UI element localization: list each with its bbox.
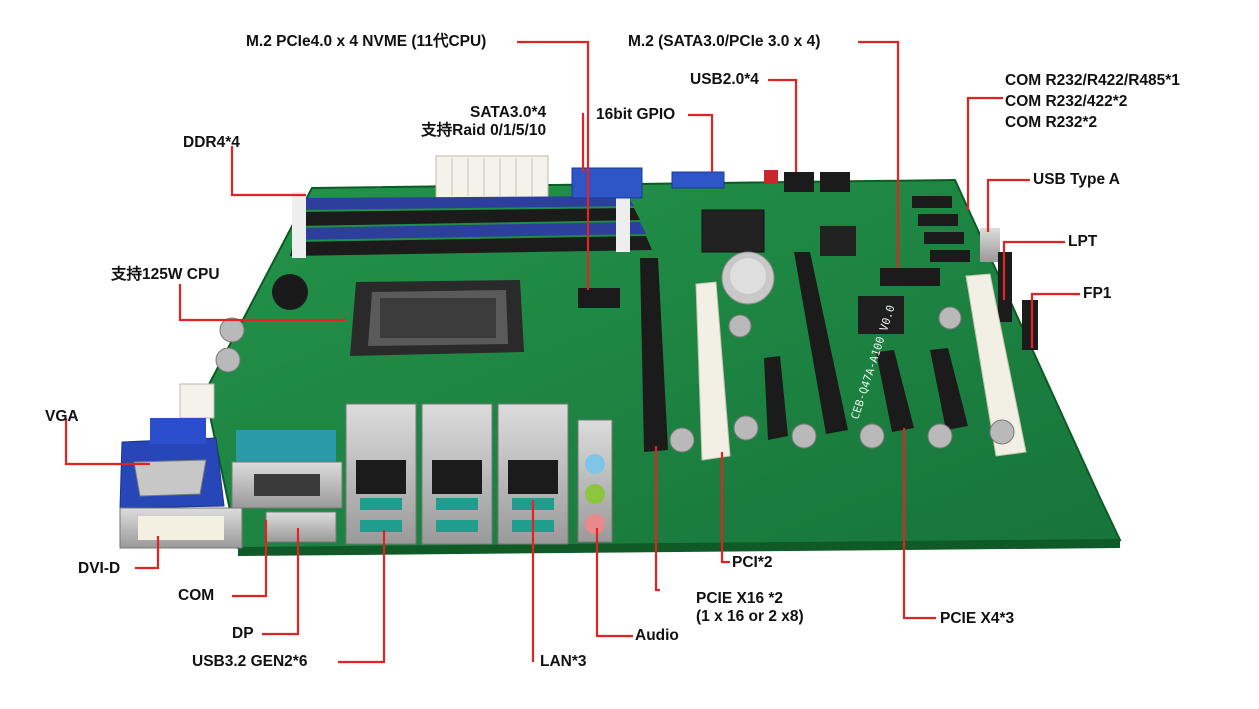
- label-lan: LAN*3: [540, 653, 587, 670]
- pcie-x4-slot-3: [930, 348, 968, 430]
- pcie-x4-slot-1: [764, 356, 788, 440]
- com-headers: [912, 196, 970, 262]
- label-ddr4: DDR4*4: [183, 134, 240, 151]
- chipset: [701, 209, 765, 253]
- label-sata: SATA3.0*4 支持Raid 0/1/5/10: [408, 104, 546, 140]
- label-com-headers: COM R232/R422/R485*1 COM R232/422*2 COM …: [1005, 70, 1180, 133]
- label-cpu: 支持125W CPU: [111, 266, 220, 283]
- m2-nvme-slot: [578, 288, 620, 308]
- lan-usb-stack-1: [345, 403, 417, 545]
- pcie-x16-slot-2: [794, 252, 848, 434]
- label-usb32: USB3.2 GEN2*6: [192, 653, 308, 670]
- label-com-2: COM R232/422*2: [1005, 93, 1128, 110]
- chip-3: [858, 296, 904, 334]
- label-sata-line1: SATA3.0*4: [470, 104, 547, 121]
- m2-sata-slot: [880, 268, 940, 286]
- chip-2: [820, 226, 856, 256]
- label-usb20: USB2.0*4: [690, 71, 759, 88]
- dp-port: [265, 511, 337, 543]
- label-usb-type-a: USB Type A: [1033, 171, 1120, 188]
- label-m2-sata: M.2 (SATA3.0/PCIe 3.0 x 4): [628, 33, 821, 50]
- leader-lines: [64, 40, 1080, 664]
- label-pcie4: PCIE X4*3: [940, 610, 1015, 627]
- pci-slot-2: [965, 273, 1027, 457]
- label-pci: PCI*2: [732, 554, 773, 571]
- dimm-slots: [290, 188, 652, 258]
- label-fp1: FP1: [1083, 285, 1112, 302]
- label-com-1: COM R232/R422/R485*1: [1005, 72, 1180, 89]
- label-dvi: DVI-D: [78, 560, 121, 577]
- vga-port: [119, 418, 225, 509]
- label-com-3: COM R232*2: [1005, 114, 1098, 131]
- pci-slot-1: [695, 281, 731, 461]
- audio-jacks: [577, 419, 613, 543]
- pcb-edge: [238, 540, 1120, 556]
- label-dp: DP: [232, 625, 254, 642]
- cpu-power-connector: [179, 383, 215, 419]
- gpio-header: [671, 171, 725, 189]
- capacitors: [215, 306, 1015, 453]
- sata-ports: [571, 167, 643, 199]
- buzzer: [272, 274, 308, 310]
- label-vga: VGA: [45, 408, 79, 425]
- lan-usb-stack-2: [421, 403, 493, 545]
- fp1-header: [1022, 300, 1038, 350]
- label-com: COM: [178, 587, 215, 604]
- atx-power-connector: [435, 155, 549, 199]
- pcie-x4-slot-2: [876, 350, 914, 432]
- label-pcie16: PCIE X16 *2 (1 x 16 or 2 x8): [696, 590, 804, 626]
- label-lpt: LPT: [1068, 233, 1098, 250]
- com-port: [231, 430, 343, 509]
- label-pcie16-line1: PCIE X16 *2: [696, 590, 784, 607]
- label-gpio: 16bit GPIO: [596, 106, 676, 123]
- label-pcie16-line2: (1 x 16 or 2 x8): [696, 608, 804, 625]
- label-m2-nvme: M.2 PCIe4.0 x 4 NVME (11代CPU): [246, 33, 487, 50]
- usb20-headers: [764, 170, 850, 192]
- pcie-x16-slot-1: [640, 258, 668, 452]
- usb-type-a-port: [980, 228, 1000, 262]
- cpu-socket: [350, 280, 524, 356]
- label-audio: Audio: [635, 627, 679, 644]
- dvi-port: [119, 507, 243, 549]
- label-sata-line2: 支持Raid 0/1/5/10: [421, 122, 547, 139]
